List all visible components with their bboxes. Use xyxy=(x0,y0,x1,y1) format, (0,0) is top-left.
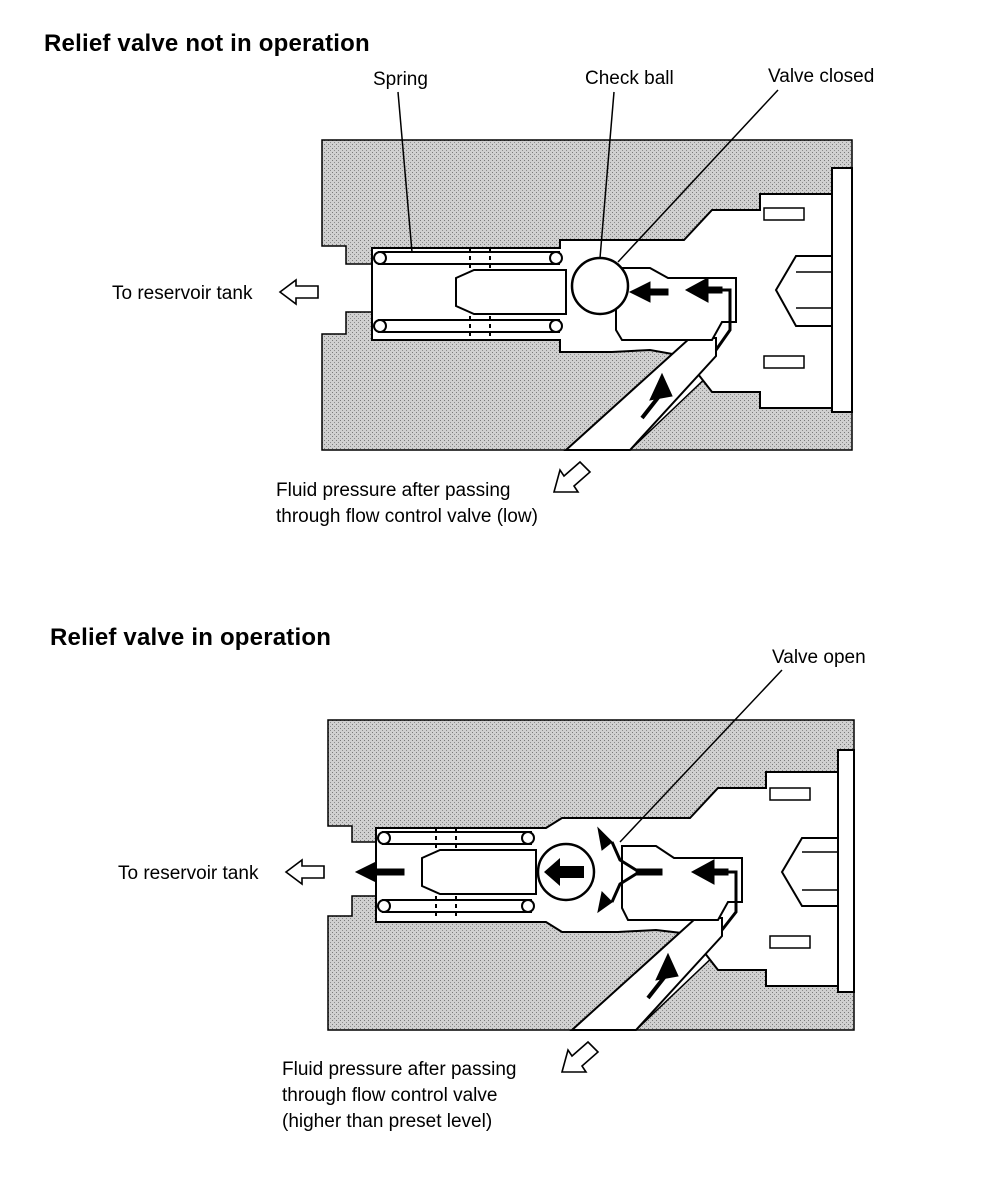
valve-closed-leader-line xyxy=(617,89,779,263)
check-ball-label: Check ball xyxy=(585,68,674,89)
top-outlet-arrow-icon xyxy=(278,278,319,306)
top-inlet-arrow-icon xyxy=(552,460,592,493)
top-seal-top xyxy=(763,207,805,221)
top-diagram-title: Relief valve not in operation xyxy=(44,30,370,57)
spring-leader-line xyxy=(397,91,413,253)
top-leader-lines xyxy=(397,89,779,263)
valve-open-leader-line xyxy=(619,669,783,843)
top-inlet-passage xyxy=(563,337,717,451)
bottom-seal-top xyxy=(769,787,811,801)
top-seal-bottom xyxy=(763,355,805,369)
bottom-ball-arrow-icon xyxy=(544,858,584,886)
bottom-valve-diagram xyxy=(284,669,855,1073)
bottom-outlet-label: To reservoir tank xyxy=(118,863,259,884)
check-ball-leader-line xyxy=(599,91,615,259)
top-outlet-label: To reservoir tank xyxy=(112,283,253,304)
bottom-plug-cone xyxy=(780,837,839,907)
bottom-end-plug xyxy=(837,749,855,993)
valve-open-label: Valve open xyxy=(772,647,866,668)
bottom-piston xyxy=(421,849,537,895)
top-inlet-label-line1: Fluid pressure after passing xyxy=(276,480,511,501)
top-piston xyxy=(455,269,567,315)
top-inlet-label-line2: through flow control valve (low) xyxy=(276,506,538,527)
top-flow-arrows xyxy=(628,277,732,420)
top-end-plug xyxy=(831,167,853,413)
spring-label: Spring xyxy=(373,69,428,90)
bottom-seal-bottom xyxy=(769,935,811,949)
bottom-inlet-label-line1: Fluid pressure after passing xyxy=(282,1059,517,1080)
bottom-inlet-label-line2: through flow control valve xyxy=(282,1085,498,1106)
valve-closed-label: Valve closed xyxy=(768,66,875,87)
top-check-ball xyxy=(570,256,630,316)
bottom-valve-seat xyxy=(621,845,743,921)
bottom-inlet-passage xyxy=(569,917,723,1031)
top-valve-diagram xyxy=(278,89,853,493)
bottom-outlet-arrow-icon xyxy=(284,858,325,886)
top-valve-seat xyxy=(615,267,737,341)
bottom-spring xyxy=(377,828,535,916)
bottom-inlet-label-line3: (higher than preset level) xyxy=(282,1111,493,1132)
bottom-flow-arrows xyxy=(354,826,738,1000)
bottom-diagram-title: Relief valve in operation xyxy=(50,624,332,651)
top-spring xyxy=(373,248,563,336)
bottom-inlet-arrow-icon xyxy=(560,1040,600,1073)
